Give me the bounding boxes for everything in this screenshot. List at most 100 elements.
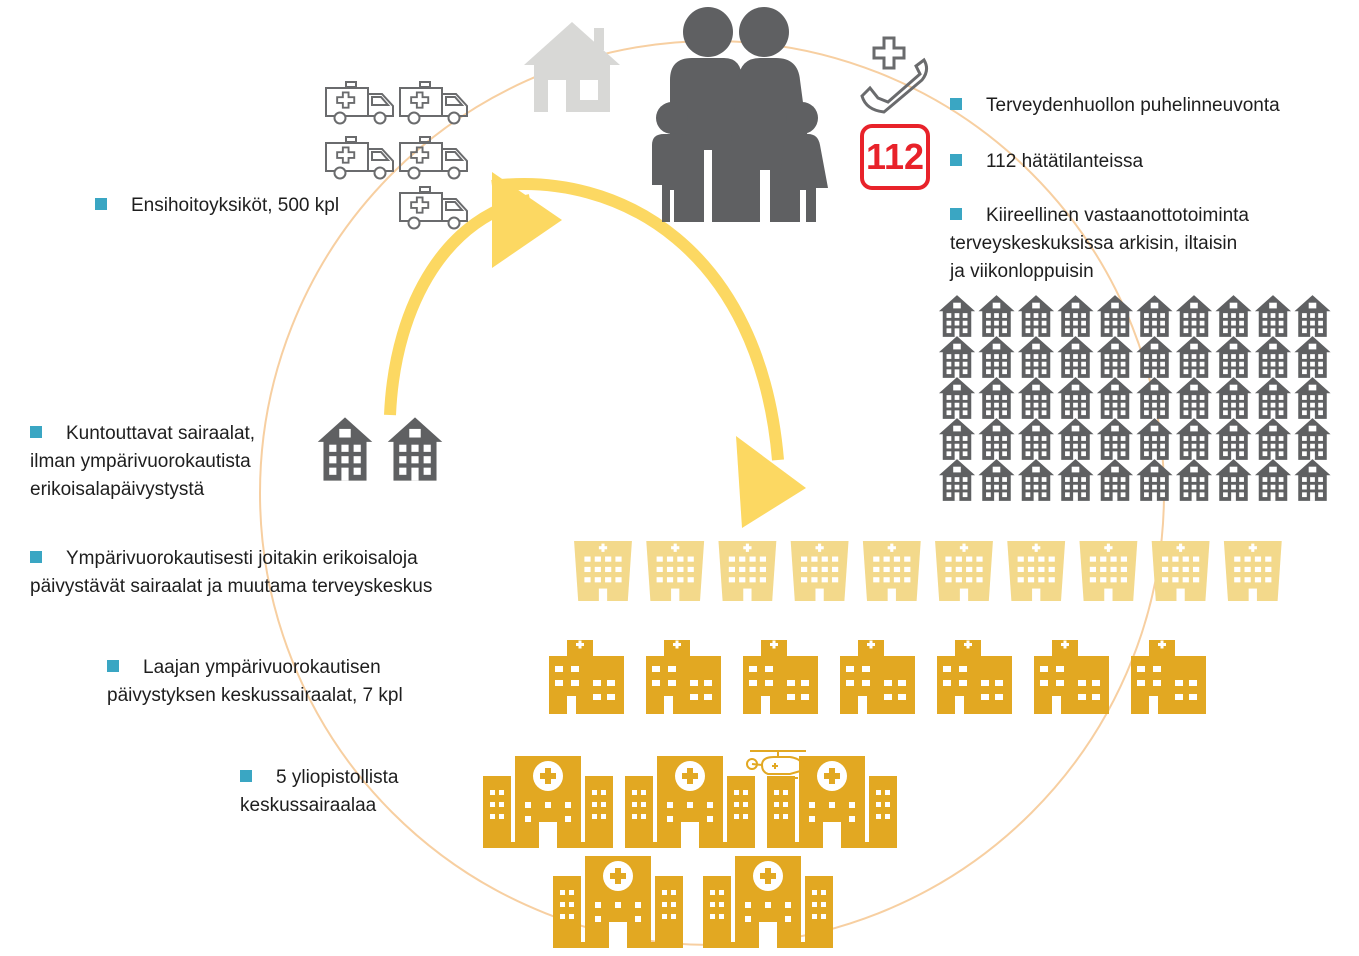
bullet-icon <box>240 770 252 782</box>
label-ambulances: Ensihoitoyksiköt, 500 kpl <box>95 192 339 220</box>
health-center-icon <box>1096 336 1134 378</box>
bullet-icon <box>30 551 42 563</box>
health-center-icon <box>978 295 1015 337</box>
label-emergency-112: 112 hätätilanteissa <box>950 148 1143 176</box>
central-hospital-icon <box>646 640 721 714</box>
helicopter-icon <box>746 750 806 779</box>
label-rehab-hospitals: Kuntouttavat sairaalat, ilman ympärivuor… <box>30 420 255 504</box>
health-center-icon <box>1096 295 1134 337</box>
health-center-icon <box>1096 459 1134 501</box>
health-center-icon <box>938 418 976 460</box>
central-hospital-icon <box>549 640 624 714</box>
bullet-icon <box>107 660 119 672</box>
health-center-icon <box>1215 336 1252 378</box>
label-central-hospitals: Laajan ympärivuorokautisen päivystyksen … <box>107 654 403 710</box>
central-hospital-row <box>549 640 1206 714</box>
central-hospital-icon <box>1034 640 1109 714</box>
health-center-icon <box>1057 418 1094 460</box>
bullet-icon <box>950 208 962 220</box>
health-center-icon <box>978 336 1015 378</box>
health-center-icon <box>1136 336 1173 378</box>
health-center-icon <box>978 377 1015 419</box>
health-center-icon <box>1136 377 1173 419</box>
health-center-icon <box>1136 459 1173 501</box>
health-center-icon <box>938 459 976 501</box>
label-text: ja viikonloppuisin <box>950 261 1094 282</box>
label-urgent-reception: Kiireellinen vastaanottotoiminta terveys… <box>950 202 1249 286</box>
health-center-icon <box>1254 336 1292 378</box>
label-text: keskussairaalaa <box>240 795 377 816</box>
health-center-icon <box>1254 418 1292 460</box>
label-text: ilman ympärivuorokautista <box>30 451 251 472</box>
small-hospital-icon <box>1079 541 1138 601</box>
flow-arrows <box>384 172 806 528</box>
label-text: päivystyksen keskussairaalat, 7 kpl <box>107 685 403 706</box>
health-center-icon <box>1254 377 1292 419</box>
label-text: Ympärivuorokautisesti joitakin erikoisal… <box>66 548 418 569</box>
health-center-icon <box>1175 377 1213 419</box>
central-hospital-icon <box>743 640 818 714</box>
health-center-icon <box>1175 295 1213 337</box>
health-center-icon <box>1215 459 1252 501</box>
rehab-hospital-icon <box>317 417 373 481</box>
health-center-icon <box>978 418 1015 460</box>
health-center-icon <box>1175 336 1213 378</box>
health-center-icon <box>1096 418 1134 460</box>
small-hospital-row <box>574 541 1282 601</box>
health-center-icon <box>938 295 976 337</box>
ambulance-icon <box>325 136 394 180</box>
health-center-icon <box>1136 418 1173 460</box>
ambulance-icon <box>399 186 468 230</box>
rehab-hospital-icon <box>387 417 443 481</box>
health-center-icon <box>938 336 976 378</box>
central-hospital-icon <box>1131 640 1206 714</box>
health-center-icon <box>978 459 1015 501</box>
small-hospital-icon <box>790 541 849 601</box>
health-center-icon <box>1175 459 1213 501</box>
small-hospital-icon <box>646 541 705 601</box>
university-hospital-icon <box>553 856 683 948</box>
health-center-icon <box>1294 336 1331 378</box>
family-icon <box>652 7 828 222</box>
emergency-112-badge: 112 <box>860 124 930 190</box>
rehab-hospital-group <box>317 417 443 481</box>
university-hospital-icon <box>703 856 833 948</box>
university-hospital-group <box>483 756 897 948</box>
health-center-icon <box>1096 377 1134 419</box>
label-text: erikoisalapäivystystä <box>30 479 205 500</box>
health-center-icon <box>1057 295 1094 337</box>
small-hospital-icon <box>862 541 921 601</box>
health-center-icon <box>1294 459 1331 501</box>
central-hospital-icon <box>937 640 1012 714</box>
health-center-icon <box>1017 459 1055 501</box>
university-hospital-icon <box>625 756 755 848</box>
health-center-icon <box>1215 295 1252 337</box>
health-center-icon <box>1254 459 1292 501</box>
health-center-icon <box>1017 336 1055 378</box>
label-text: Terveydenhuollon puhelinneuvonta <box>986 95 1280 116</box>
health-center-icon <box>1215 418 1252 460</box>
label-university-hospitals: 5 yliopistollista keskussairaalaa <box>240 764 399 820</box>
health-center-icon <box>1017 418 1055 460</box>
label-phone-advice: Terveydenhuollon puhelinneuvonta <box>950 92 1280 120</box>
health-center-icon <box>1175 418 1213 460</box>
bullet-icon <box>30 426 42 438</box>
health-center-icon <box>1017 295 1055 337</box>
health-center-icon <box>1136 295 1173 337</box>
health-center-icon <box>1057 377 1094 419</box>
university-hospital-icon <box>483 756 613 848</box>
label-text: Kiireellinen vastaanottotoiminta <box>986 205 1249 226</box>
ambulance-icon <box>325 81 394 125</box>
health-center-icon <box>1017 377 1055 419</box>
ambulance-icon <box>399 81 468 125</box>
health-center-icon <box>1294 377 1331 419</box>
small-hospital-icon <box>1223 541 1282 601</box>
small-hospital-icon <box>718 541 777 601</box>
health-center-icon <box>1254 295 1292 337</box>
ambulance-group <box>325 81 468 230</box>
label-text: Ensihoitoyksiköt, 500 kpl <box>131 195 340 216</box>
health-center-icon <box>1215 377 1252 419</box>
small-hospital-icon <box>574 541 632 601</box>
small-hospital-icon <box>1007 541 1066 601</box>
